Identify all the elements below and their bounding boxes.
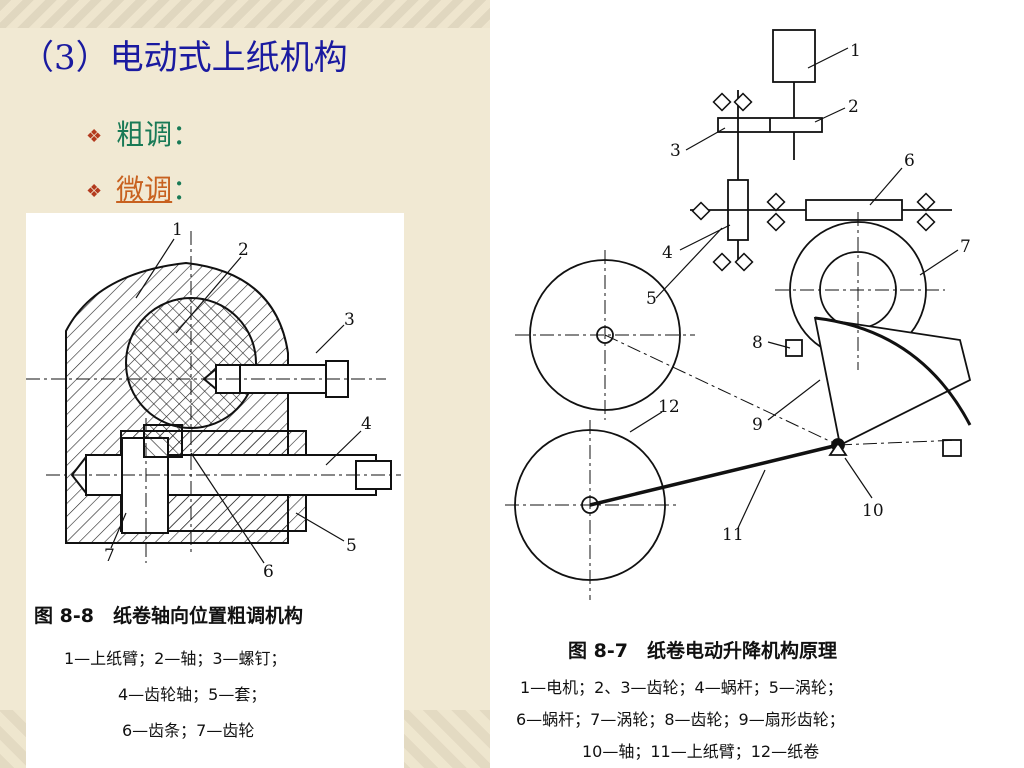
part-label: 4 bbox=[361, 414, 372, 434]
part-label: 7 bbox=[960, 237, 971, 257]
figure-8-8-legend-line: 1—上纸臂；2—轴；3—螺钉； bbox=[64, 649, 287, 668]
figure-8-7-legend-line: 10—轴；11—上纸臂；12—纸卷 bbox=[582, 742, 820, 761]
part-label: 9 bbox=[752, 415, 763, 435]
bullet-label: 粗调 bbox=[116, 118, 173, 151]
diamond-bullet-icon: ❖ bbox=[86, 181, 103, 202]
part-label: 6 bbox=[263, 562, 274, 582]
sector-gear bbox=[813, 316, 972, 447]
bullet-coarse-adjust: ❖粗调： bbox=[86, 118, 201, 151]
fine-adjust-link[interactable]: 微调 bbox=[116, 173, 173, 206]
figure-8-8: 1 2 3 4 5 6 7 图 8-8 纸卷轴向位置粗调机构 1—上纸臂；2—轴… bbox=[26, 213, 404, 768]
figure-8-8-caption: 图 8-8 纸卷轴向位置粗调机构 bbox=[34, 605, 303, 627]
figure-8-7: 1 2 3 4 5 6 7 8 9 10 11 12 图 8-7 纸卷电动升降机… bbox=[490, 0, 1024, 768]
part-label: 2 bbox=[848, 97, 859, 117]
part-label: 11 bbox=[722, 525, 744, 545]
part-label: 8 bbox=[752, 333, 763, 353]
part-label: 3 bbox=[670, 141, 681, 161]
part-label: 4 bbox=[662, 243, 673, 263]
slide-title: （3）电动式上纸机构 bbox=[20, 38, 348, 78]
figure-8-7-caption: 图 8-7 纸卷电动升降机构原理 bbox=[568, 640, 837, 662]
part-label: 12 bbox=[658, 397, 680, 417]
motor bbox=[772, 29, 816, 83]
part-label: 7 bbox=[104, 546, 115, 566]
figure-8-8-legend-line: 6—齿条；7—齿轮 bbox=[122, 721, 255, 740]
figure-8-8-legend-line: 4—齿轮轴；5—套； bbox=[118, 685, 267, 704]
part-label: 5 bbox=[346, 536, 357, 556]
worm-6 bbox=[805, 199, 903, 221]
part-label: 10 bbox=[862, 501, 884, 521]
figure-8-8-drawing: 1 2 3 4 5 6 7 bbox=[26, 220, 401, 582]
figure-8-7-legend-line: 1—电机；2、3—齿轮；4—蜗杆；5—涡轮； bbox=[520, 678, 843, 697]
figure-8-7-drawing: 1 2 3 4 5 6 7 8 9 10 11 12 bbox=[505, 29, 972, 600]
bullet-fine-adjust: ❖微调： bbox=[86, 173, 201, 206]
upper-paper-arm bbox=[589, 443, 839, 507]
figure-8-7-legend-line: 6—蜗杆；7—涡轮；8—齿轮；9—扇形齿轮； bbox=[516, 710, 845, 729]
small-gear bbox=[785, 339, 803, 357]
rack bbox=[143, 424, 183, 458]
part-label: 1 bbox=[850, 41, 861, 61]
part-label: 6 bbox=[904, 151, 915, 171]
part-label: 5 bbox=[646, 289, 657, 309]
diamond-bullet-icon: ❖ bbox=[86, 126, 103, 147]
part-label: 1 bbox=[172, 220, 183, 240]
part-label: 3 bbox=[344, 310, 355, 330]
part-label: 2 bbox=[238, 240, 249, 260]
